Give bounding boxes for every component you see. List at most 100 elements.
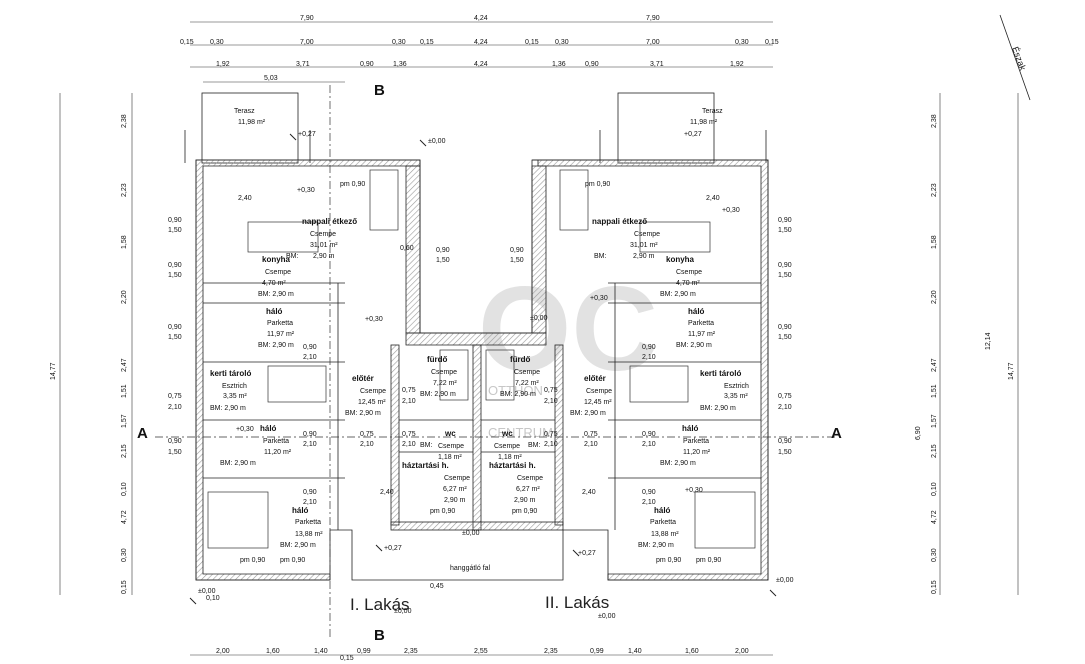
level-p27-1: +0,27 (384, 545, 402, 552)
apt1-kitchen-area: 4,70 m² (262, 280, 286, 287)
apt2-bed3-name: háló (654, 506, 671, 515)
apt1-bed3-name: háló (292, 506, 309, 515)
apt1-wc-area: 1,18 m² (438, 454, 462, 461)
apt2-utility-floor: Csempe (517, 475, 543, 482)
apt2-bed3-pm1: pm 0,90 (656, 557, 681, 564)
left-dimensions (59, 93, 133, 595)
sofa-1 (369, 169, 399, 231)
opening-010: 0,10 (206, 595, 220, 602)
opening-150-c2: 1,50 (510, 257, 524, 264)
bottom-dim-8: 0,99 (590, 648, 604, 655)
apt1-utility-area: 6,27 m² (443, 486, 467, 493)
apt1-terrace-level: +0,27 (298, 131, 316, 138)
apt1-bed1-floor: Parketta (267, 320, 293, 327)
left-dim-11: 0,30 (121, 548, 128, 562)
level-zero-b1: ±0,00 (394, 608, 412, 615)
top-dim-r2-2: 0,30 (210, 39, 224, 46)
apt2-bed3-level: +0,30 (685, 487, 703, 494)
apt1-storage-height: BM: 2,90 m (210, 405, 246, 412)
opening-045: 0,45 (430, 583, 444, 590)
right-outer-690: 6,90 (915, 426, 922, 440)
level-markers (189, 133, 777, 605)
door-075-v2: 0,75 (544, 387, 558, 394)
bottom-dim-11: 2,00 (735, 648, 749, 655)
watermark: OC OTTHON CENTRUM (478, 262, 658, 440)
opening-240-b2: 2,40 (582, 489, 596, 496)
top-dim-r2-11: 0,15 (765, 39, 779, 46)
apt1-title: I. Lakás (350, 595, 410, 614)
apt2-wc-name: wc (501, 429, 513, 438)
apartment-1: Terasz 11,98 m² +0,27 nappali étkező Cse… (210, 108, 470, 614)
section-b-top: B (374, 82, 385, 99)
apt2-bed3-height: BM: 2,90 m (638, 542, 674, 549)
apt1-bed1-height: BM: 2,90 m (258, 342, 294, 349)
opening-240-t1: 2,40 (238, 195, 252, 202)
opening-150-r1: 1,50 (778, 227, 792, 234)
bathtub-2 (485, 349, 515, 401)
bottom-dim-4: 0,99 (357, 648, 371, 655)
apt2-bed2-name: háló (682, 424, 699, 433)
top-dim-r2-5: 0,15 (420, 39, 434, 46)
apt2-wc-height: BM: (528, 442, 541, 449)
opening-210-r4: 2,10 (778, 404, 792, 411)
apt1-living-name: nappali étkező (302, 217, 357, 226)
section-a-right: A (831, 425, 842, 442)
top-dim-r2-4: 0,30 (392, 39, 406, 46)
apt1-bed2-area: 11,20 m² (264, 449, 292, 456)
left-dim-9: 0,10 (121, 482, 128, 496)
apt2-bath-height: BM: 2,90 m (500, 391, 536, 398)
terrace-1 (184, 92, 311, 164)
opening-090-c1: 0,90 (436, 247, 450, 254)
top-dim-r3-9: 1,92 (730, 61, 744, 68)
door-210-a2: 2,10 (642, 354, 656, 361)
apt1-living-height: 2,90 m (313, 253, 335, 260)
apt2-bed1-area: 11,97 m² (688, 331, 716, 338)
right-outer-mid: 12,14 (985, 332, 992, 350)
door-210-h3: 2,10 (544, 441, 558, 448)
right-dim-6: 1,51 (931, 384, 938, 398)
opening-075-l4: 0,75 (168, 393, 182, 400)
apt1-bed2-name: háló (260, 424, 277, 433)
top-dim-r3-3: 0,90 (360, 61, 374, 68)
top-dimensions (190, 21, 773, 83)
right-dim-10: 4,72 (931, 510, 938, 524)
apt2-utility-area: 6,27 m² (516, 486, 540, 493)
opening-240-t2: 2,40 (706, 195, 720, 202)
level-marker-icon (375, 544, 383, 552)
level-zero-top: ±0,00 (428, 138, 446, 145)
opening-150-l2: 1,50 (168, 272, 182, 279)
opening-090-l5: 0,90 (168, 438, 182, 445)
right-dim-9: 0,10 (931, 482, 938, 496)
top-dim-3: 7,90 (646, 15, 660, 22)
apt1-bed3-height: BM: 2,90 m (280, 542, 316, 549)
door-210-c1: 2,10 (303, 499, 317, 506)
door-210-b1: 2,10 (303, 441, 317, 448)
apt2-hall-height: BM: 2,90 m (570, 410, 606, 417)
apt1-wc-height: BM: (420, 442, 433, 449)
apt2-living-level: +0,30 (722, 207, 740, 214)
opening-150-c1: 1,50 (436, 257, 450, 264)
apartment-2: Terasz 11,98 m² +0,27 nappali étkező Cse… (489, 108, 749, 612)
apt1-bed3-pm2: pm 0,90 (280, 557, 305, 564)
apt2-kitchen-area: 4,70 m² (676, 280, 700, 287)
apt1-storage-area: 3,35 m² (223, 393, 247, 400)
apt2-bath-area: 7,22 m² (515, 380, 539, 387)
right-dim-7: 1,57 (931, 414, 938, 428)
level-marker-icon (572, 549, 580, 557)
section-lines (155, 85, 835, 640)
opening-090-l3: 0,90 (168, 324, 182, 331)
top-dim-r3-1: 1,92 (216, 61, 230, 68)
apt2-bed3-floor: Parketta (650, 519, 676, 526)
apt1-bath-name: fürdő (427, 355, 448, 364)
apt1-bath-floor: Csempe (431, 369, 457, 376)
level-zero-b2: ±0,00 (598, 613, 616, 620)
apt2-bed2-area: 11,20 m² (683, 449, 711, 456)
fire-wall-label: hanggátló fal (450, 565, 491, 572)
top-dim-r2-8: 0,30 (555, 39, 569, 46)
apt1-utility-name: háztartási h. (402, 461, 449, 470)
bathtub-1 (439, 349, 469, 401)
apt1-living-area: 31,01 m² (310, 242, 338, 249)
bottom-dim-9: 1,40 (628, 648, 642, 655)
door-090-b2: 0,90 (642, 431, 656, 438)
right-outer-total: 14,77 (1008, 362, 1015, 380)
